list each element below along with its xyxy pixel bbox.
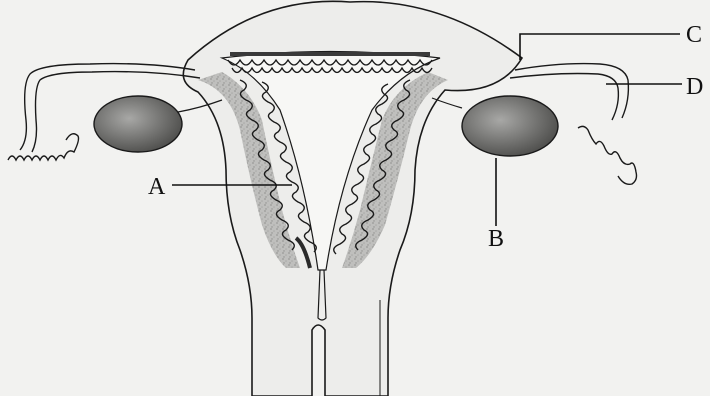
- right-ovarian-ligament: [432, 98, 462, 108]
- leader-line-c: [520, 34, 680, 60]
- label-c: C: [686, 22, 702, 48]
- label-b: B: [488, 226, 504, 252]
- right-fimbriae: [578, 126, 637, 184]
- left-ovary: [94, 96, 182, 152]
- left-fimbriae: [8, 134, 79, 160]
- label-d: D: [686, 74, 703, 100]
- label-a: A: [148, 174, 166, 200]
- right-ovary: [462, 96, 558, 156]
